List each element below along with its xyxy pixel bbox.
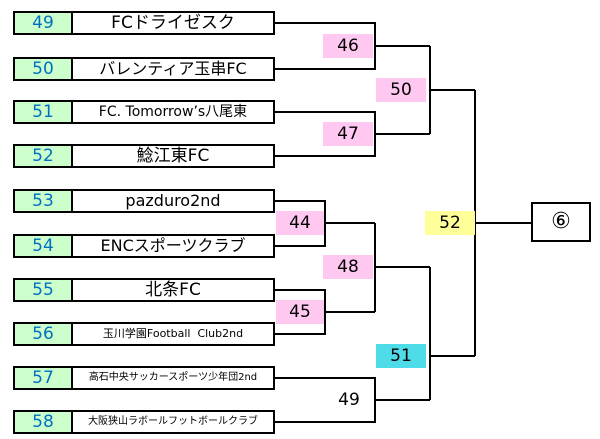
- team-row-52: 52 鯰江東FC: [13, 144, 275, 168]
- team-name: 玉川学園Football Club2nd: [102, 327, 244, 340]
- match-label-50: 50: [376, 78, 426, 102]
- match-label-49: 49: [338, 390, 360, 410]
- team-name: 高石中央サッカースポーツ少年団2nd: [88, 372, 258, 383]
- team-row-56: 56 玉川学園Football Club2nd: [13, 322, 275, 346]
- team-row-49: 49 FCドライゼスク: [13, 11, 275, 35]
- match-label-48: 48: [323, 255, 373, 279]
- team-row-58: 58 大阪狭山ラボールフットボールクラブ: [13, 410, 275, 434]
- match-label-46: 46: [323, 34, 373, 58]
- final-slot: ⑥: [531, 202, 591, 242]
- team-name: 大阪狭山ラボールフットボールクラブ: [88, 416, 258, 427]
- team-seed: 50: [15, 59, 73, 79]
- team-seed: 54: [15, 236, 73, 256]
- team-name: pazduro2nd: [125, 191, 221, 210]
- match-label-45: 45: [276, 300, 324, 324]
- match-label-51: 51: [376, 344, 426, 368]
- team-row-54: 54 ENCスポーツクラブ: [13, 234, 275, 258]
- team-row-55: 55 北条FC: [13, 278, 275, 302]
- team-seed: 52: [15, 146, 73, 166]
- team-seed: 51: [15, 102, 73, 122]
- team-name: FCドライゼスク: [111, 13, 235, 33]
- match-label-47: 47: [323, 122, 373, 146]
- team-seed: 53: [15, 191, 73, 211]
- team-seed: 57: [15, 368, 73, 388]
- team-row-57: 57 高石中央サッカースポーツ少年団2nd: [13, 366, 275, 390]
- team-name: バレンティア玉串FC: [99, 59, 247, 78]
- team-name: 北条FC: [145, 280, 201, 300]
- team-row-51: 51 FC. Tomorrow’s八尾東: [13, 100, 275, 124]
- team-seed: 58: [15, 412, 73, 432]
- team-row-50: 50 バレンティア玉串FC: [13, 57, 275, 81]
- team-name: FC. Tomorrow’s八尾東: [98, 104, 248, 120]
- match-label-44: 44: [276, 211, 324, 235]
- team-name: 鯰江東FC: [136, 146, 210, 166]
- team-seed: 49: [15, 13, 73, 33]
- team-seed: 55: [15, 280, 73, 300]
- match-label-52: 52: [425, 211, 475, 235]
- team-name: ENCスポーツクラブ: [100, 236, 246, 255]
- team-row-53: 53 pazduro2nd: [13, 189, 275, 213]
- team-seed: 56: [15, 324, 73, 344]
